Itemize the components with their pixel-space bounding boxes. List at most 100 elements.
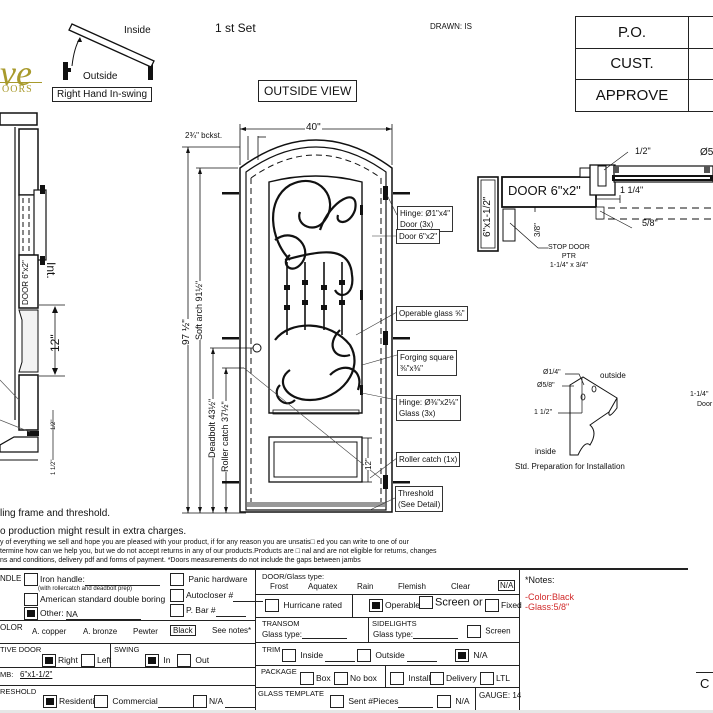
autocloser-checkbox[interactable] <box>170 589 184 602</box>
trim-inside-checkbox[interactable] <box>282 649 296 662</box>
package-install-checkbox[interactable] <box>390 672 404 685</box>
autocloser-blank[interactable] <box>233 591 264 602</box>
glass-template-sent-checkbox[interactable] <box>330 695 344 708</box>
swing-inside-label: Inside <box>124 25 151 36</box>
sidelights-screen-option[interactable]: Screen <box>467 625 511 638</box>
glass-option-frost[interactable]: Frost <box>270 582 289 591</box>
iron-handle-blank[interactable] <box>84 575 160 586</box>
active-right-checkbox[interactable] <box>42 654 56 667</box>
active-left-option[interactable]: Left <box>81 654 111 667</box>
glass-option-clear[interactable]: Clear <box>451 582 471 591</box>
screen-or-option[interactable]: Screen or <box>419 596 483 609</box>
pbar-blank[interactable] <box>215 606 246 617</box>
transom-glass-blank[interactable] <box>302 628 348 639</box>
color-option-black-selected[interactable]: Black <box>170 625 196 636</box>
cust-value[interactable] <box>690 49 713 79</box>
trim-outside-blank[interactable] <box>407 651 438 662</box>
glass-template-na-checkbox[interactable] <box>437 695 451 708</box>
swing-out-option[interactable]: Out <box>177 654 209 667</box>
divider <box>255 687 519 688</box>
package-ltl-checkbox[interactable] <box>480 672 494 685</box>
package-delivery-checkbox[interactable] <box>430 672 444 685</box>
install-dim-quarter: Ø1/4" <box>543 369 561 376</box>
package-install-option[interactable]: Install <box>390 672 431 685</box>
autocloser-option[interactable]: Autocloser # <box>170 589 264 602</box>
screen-or-checkbox[interactable] <box>419 596 433 609</box>
threshold-commercial-blank[interactable] <box>157 697 196 708</box>
american-boring-option[interactable]: American standard double boring <box>24 593 165 606</box>
operable-checkbox[interactable] <box>369 599 383 612</box>
callout-line: Threshold <box>398 489 434 498</box>
callout-line: Hinge: Ø⅜"x2⅛" <box>399 398 459 407</box>
threshold-residential-option[interactable]: Residential <box>43 695 101 708</box>
threshold-na-blank[interactable] <box>225 697 256 708</box>
trim-na-option[interactable]: N/A <box>455 649 488 662</box>
pbar-option[interactable]: P. Bar # <box>170 604 246 617</box>
jamb-dim-half: 1/2" <box>635 146 651 156</box>
notes-box[interactable]: *Notes: -Color:Black -Glass:5/8" <box>521 570 686 706</box>
trim-na-checkbox[interactable] <box>455 649 469 662</box>
package-nobox-checkbox[interactable] <box>334 672 348 685</box>
package-delivery-option[interactable]: Delivery <box>430 672 477 685</box>
trim-inside-blank[interactable] <box>325 651 356 662</box>
panic-option[interactable]: Panic hardware <box>170 573 247 586</box>
other-checkbox[interactable] <box>24 607 38 620</box>
hurricane-option[interactable]: Hurricane rated <box>265 599 342 612</box>
glass-option-aquatex[interactable]: Aquatex <box>308 582 338 591</box>
jamb-value[interactable]: 6"x1-1/2" <box>20 670 53 679</box>
pbar-checkbox[interactable] <box>170 604 184 617</box>
threshold-na-checkbox[interactable] <box>193 695 207 708</box>
threshold-label: RESHOLD <box>0 687 37 696</box>
callout-operable-glass: Operable glass ⅝" <box>396 306 468 321</box>
glass-template-na-option[interactable]: N/A <box>437 695 470 708</box>
glass-option-na-selected[interactable]: N/A <box>498 580 516 591</box>
operable-option[interactable]: Operable <box>369 599 420 612</box>
swing-in-option[interactable]: In <box>145 654 170 667</box>
approve-value[interactable] <box>690 80 713 111</box>
other-option[interactable]: Other: NA <box>24 607 141 620</box>
soft-arch-dim: Soft arch 91½" <box>194 280 204 340</box>
package-box-option[interactable]: Box <box>300 672 331 685</box>
american-boring-checkbox[interactable] <box>24 593 38 606</box>
iron-handle-checkbox[interactable] <box>24 573 38 586</box>
glass-option-rain[interactable]: Rain <box>357 582 374 591</box>
trim-outside-checkbox[interactable] <box>357 649 371 662</box>
trim-inside-option[interactable]: Inside <box>282 649 356 662</box>
trim-outside-option[interactable]: Outside <box>357 649 438 662</box>
threshold-commercial-option[interactable]: Commercial <box>94 695 196 708</box>
glass-template-sent-option[interactable]: Sent #Pieces <box>330 695 434 708</box>
sidelights-screen-checkbox[interactable] <box>467 625 481 638</box>
package-ltl-option[interactable]: LTL <box>480 672 510 685</box>
iron-handle-option[interactable]: Iron handle: <box>24 573 160 586</box>
fixed-option[interactable]: Fixed <box>485 599 522 612</box>
threshold-commercial-checkbox[interactable] <box>94 695 108 708</box>
active-right-option[interactable]: Right <box>42 654 78 667</box>
stop-door-label: STOP DOOR PTR 1-1/4" x 3/4" <box>548 243 590 270</box>
color-option-copper[interactable]: A. copper <box>32 627 67 636</box>
sidelights-glass-blank[interactable] <box>413 628 459 639</box>
transom-glass-type[interactable]: Glass type: <box>262 628 348 639</box>
glass-type-label: DOOR/Glass type: <box>262 572 325 581</box>
threshold-na-option[interactable]: N/A <box>193 695 256 708</box>
color-option-pewter[interactable]: Pewter <box>133 627 158 636</box>
note-color: -Color:Black <box>525 592 575 602</box>
active-left-checkbox[interactable] <box>81 654 95 667</box>
hurricane-checkbox[interactable] <box>265 599 279 612</box>
color-option-bronze[interactable]: A. bronze <box>83 627 118 636</box>
other-value[interactable]: NA <box>66 609 141 620</box>
panic-checkbox[interactable] <box>170 573 184 586</box>
side-height-dim: 12" <box>48 334 62 352</box>
package-box-checkbox[interactable] <box>300 672 314 685</box>
package-nobox-option[interactable]: No box <box>334 672 377 685</box>
sidelights-glass-type[interactable]: Glass type: <box>373 628 459 639</box>
swing-in-checkbox[interactable] <box>145 654 159 667</box>
cust-label: CUST. <box>576 49 689 79</box>
swing-out-checkbox[interactable] <box>177 654 191 667</box>
po-value[interactable] <box>690 17 713 48</box>
glass-template-sent-blank[interactable] <box>398 697 434 708</box>
glass-option-flemish[interactable]: Flemish <box>398 582 427 591</box>
logo-text: ve <box>0 53 32 93</box>
fixed-checkbox[interactable] <box>485 599 499 612</box>
active-door-label: TIVE DOOR <box>0 645 42 654</box>
threshold-residential-checkbox[interactable] <box>43 695 57 708</box>
